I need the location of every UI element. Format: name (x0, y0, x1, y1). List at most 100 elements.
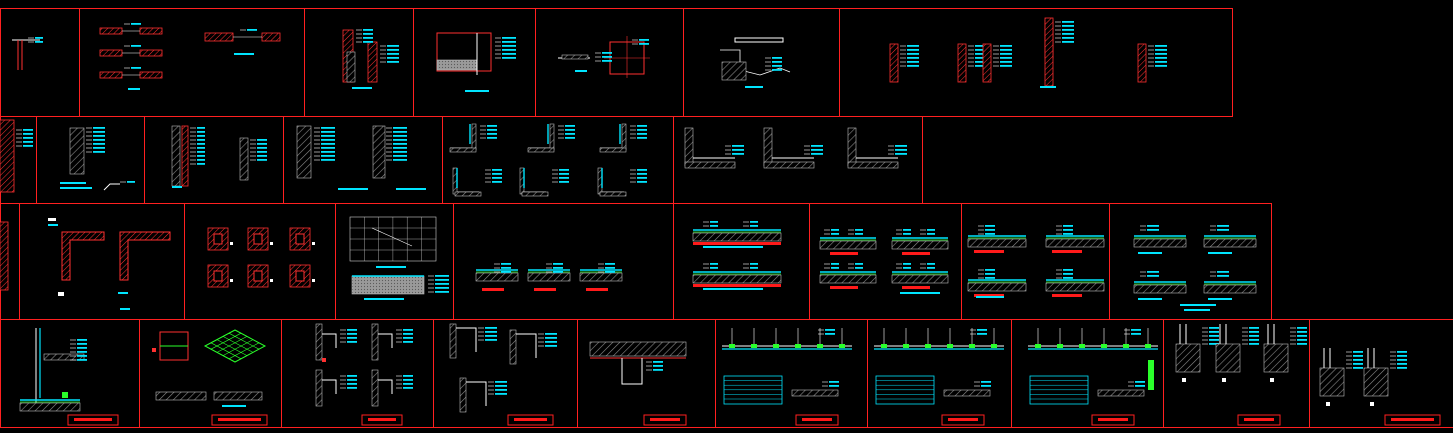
detail-caption (48, 224, 58, 226)
hatched-section (69, 127, 85, 175)
annotation-text (1063, 229, 1073, 231)
annotation-text (131, 67, 141, 69)
annotation-text (197, 139, 205, 141)
detail-frame (867, 319, 1012, 428)
red-marker (586, 288, 608, 291)
annotation-text (559, 173, 569, 175)
masonry-wall (261, 32, 281, 42)
detail-frame (79, 8, 305, 117)
hatched-section (454, 191, 482, 197)
title-bar (218, 418, 261, 421)
annotation-text (975, 53, 987, 55)
detail-caption (364, 298, 404, 300)
hanger-clip (1123, 344, 1129, 348)
annotation-text (23, 141, 33, 143)
hatched-section (351, 275, 425, 295)
detail-caption (222, 405, 246, 407)
masonry-wall (181, 125, 189, 187)
frame-profile (322, 333, 337, 348)
annotation-text (1062, 41, 1074, 43)
tag-box (230, 279, 233, 282)
hanger-clip (1079, 344, 1085, 348)
annotation-text (387, 57, 399, 59)
annotation-text (77, 359, 87, 361)
annotation-text (387, 61, 399, 63)
annotation-text (1217, 271, 1229, 273)
hatched-section (527, 147, 555, 153)
annotation-text (1353, 351, 1363, 353)
annotation-text (927, 267, 935, 269)
masonry-wall (367, 41, 378, 83)
annotation-text (927, 233, 935, 235)
corner-line (454, 168, 479, 193)
annotation-text (197, 127, 205, 129)
red-marker (902, 252, 930, 255)
hatched-section (471, 123, 477, 151)
annotation-text (565, 133, 575, 135)
column-core (213, 233, 223, 245)
detail-caption (234, 53, 254, 55)
annotation-text (975, 65, 987, 67)
annotation-text (1217, 225, 1229, 227)
annotation-text (347, 333, 357, 335)
hanger-clip (1057, 344, 1063, 348)
hatched-section (791, 389, 839, 397)
annotation-text (1155, 49, 1167, 51)
detail-frame (139, 319, 282, 428)
hatched-section (1263, 343, 1289, 373)
annotation-text (985, 225, 995, 227)
annotation-text (321, 135, 335, 137)
detail-frame (1011, 319, 1164, 428)
annotation-text (347, 379, 357, 381)
annotation-text (393, 139, 407, 141)
hanger-clip (839, 344, 845, 348)
hatched-section (1133, 284, 1187, 294)
title-bar (1391, 418, 1434, 421)
top-plate (734, 37, 784, 43)
annotation-text (559, 181, 569, 183)
hanger-clip (729, 344, 735, 348)
annotation-text (23, 129, 33, 131)
annotation-text (502, 41, 516, 43)
detail-frame (1163, 319, 1310, 428)
masonry-wall (1044, 17, 1054, 87)
masonry-wall (204, 32, 234, 42)
annotation-text (1155, 61, 1167, 63)
hatched-section (684, 127, 694, 167)
annotation-text (403, 387, 413, 389)
column-core (253, 270, 263, 282)
iso-grid-line (210, 342, 242, 360)
title-block (1091, 414, 1135, 426)
annotation-text (393, 155, 407, 157)
marker (152, 348, 156, 352)
annotation-text (1147, 225, 1159, 227)
masonry-wall (99, 71, 123, 79)
corner-line (599, 168, 624, 193)
annotation-text (903, 267, 911, 269)
iso-grid-line (222, 339, 254, 356)
annotation-text (403, 341, 413, 343)
hatched-section (721, 61, 747, 81)
annotation-text (831, 267, 839, 269)
annotation-text (501, 271, 511, 273)
annotation-text (435, 283, 449, 285)
annotation-text (975, 57, 987, 59)
annotation-text (811, 149, 823, 151)
annotation-text (487, 137, 497, 139)
annotation-text (197, 155, 205, 157)
annotation-text (1249, 343, 1259, 345)
hatched-section (891, 240, 949, 250)
annotation-text (1209, 339, 1219, 341)
hatched-section (1215, 343, 1241, 373)
annotation-text (1209, 327, 1219, 329)
annotation-text (23, 133, 33, 135)
annotation-text (639, 43, 649, 45)
annotation-text (1000, 65, 1012, 67)
annotation-text (1397, 359, 1407, 361)
annotation-text (257, 155, 267, 157)
hatched-section (171, 125, 181, 187)
red-marker (974, 294, 1004, 297)
annotation-text (605, 263, 615, 265)
detail-caption (128, 88, 140, 90)
annotation-text (393, 143, 407, 145)
